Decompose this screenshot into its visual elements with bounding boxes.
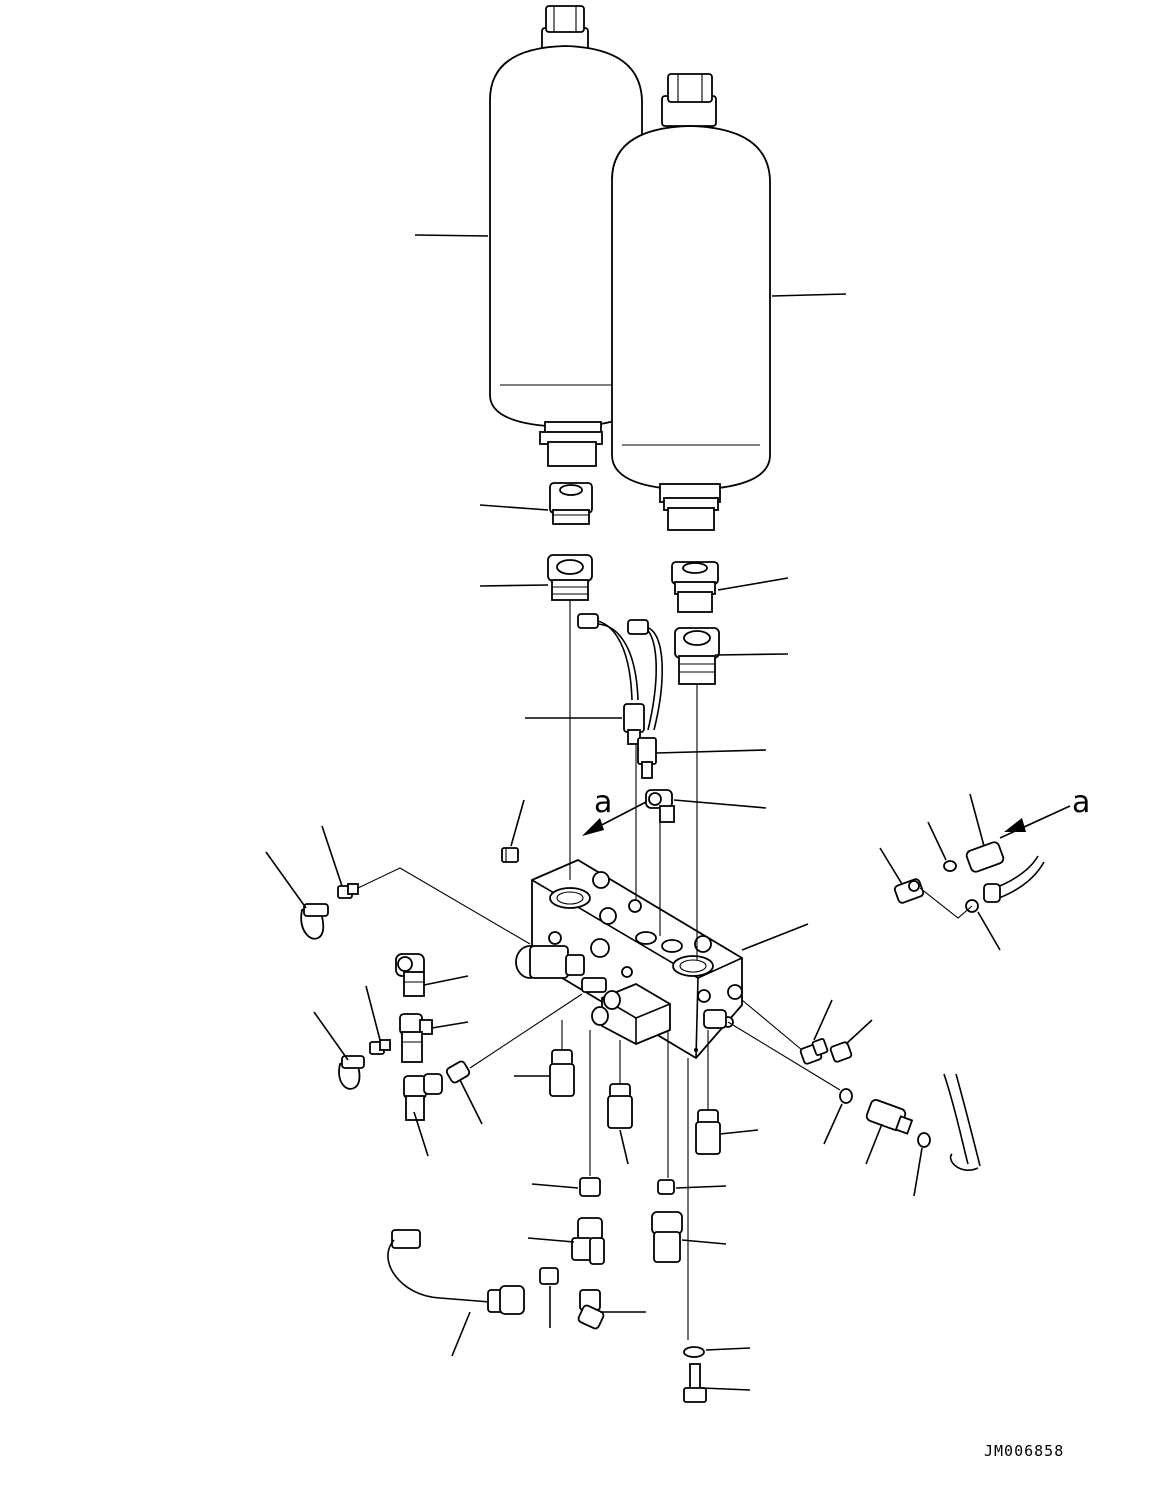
leader-elbow-fitting-top <box>673 799 767 809</box>
leader-accumulator-right <box>771 293 847 297</box>
leader-fitting-right-upper <box>879 847 903 885</box>
adapter-right-lower <box>674 627 720 685</box>
leader-switch-b <box>655 749 767 754</box>
pressure-switch-wiring <box>577 613 663 779</box>
leader-tee-fitting-center <box>527 1237 575 1243</box>
leader-valve-block <box>741 923 809 951</box>
leader-o-ring-right-1 <box>823 1103 843 1145</box>
leader-accumulator-left <box>414 234 489 237</box>
bolt-upper-left <box>337 883 359 899</box>
fitting-right-upper <box>893 878 925 904</box>
adapter-center-1 <box>549 1049 575 1097</box>
bolt-lower-left <box>369 1039 391 1055</box>
leader-adapter-right-block <box>719 1129 759 1135</box>
leader-o-ring-right-upper <box>927 821 947 861</box>
hose-right-upper <box>983 855 1045 903</box>
valve-manifold-block <box>515 858 743 1060</box>
leader-fitting-right-1 <box>813 999 833 1041</box>
leader-adapter-left-lower <box>479 584 549 587</box>
leader-adapter-left-upper <box>479 504 549 511</box>
nipple-center <box>539 1267 559 1285</box>
connector-right-upper <box>965 841 1005 873</box>
leader-elbow-fitting-lower-left <box>413 1111 429 1157</box>
view-arrow-head-right <box>1004 818 1026 832</box>
plug-upper-left <box>501 847 519 863</box>
clamp-lower-left <box>338 1055 365 1090</box>
leader-adapter-right-lower <box>714 653 789 656</box>
bolt-lower <box>683 1363 707 1403</box>
elbow-fitting-lower-left <box>403 1073 443 1121</box>
connection-line-left <box>469 993 583 1069</box>
hose-right-lower <box>943 1073 981 1171</box>
tee-fitting-center <box>571 1217 605 1265</box>
leader-elbow-fitting-left <box>423 975 469 986</box>
connection-line-right <box>741 999 803 1051</box>
leader-fitting-angled-left <box>459 1079 483 1125</box>
adapter-right-upper <box>671 561 719 613</box>
leader-plug-center-right <box>675 1185 727 1189</box>
fitting-right-2 <box>829 1041 853 1063</box>
check-valve-right <box>865 1099 914 1135</box>
sensor-with-cable <box>387 1229 525 1315</box>
leader-tee-fitting-left <box>431 1021 469 1029</box>
check-valve-center <box>651 1211 683 1263</box>
leader-fitting-right-2 <box>845 1019 873 1045</box>
o-ring-right-upper <box>943 860 957 872</box>
leader-bolt-lower-left <box>365 985 381 1041</box>
clamp-upper-left <box>300 903 329 940</box>
plug-center-right <box>657 1179 675 1195</box>
elbow-fitting-top <box>645 789 675 823</box>
washer-lower <box>683 1346 705 1358</box>
leader-o-ring-right-middle <box>977 911 1001 951</box>
leader-plug-upper-left <box>510 799 525 847</box>
accumulator-right <box>611 73 771 531</box>
drawing-code: JM006858 <box>984 1442 1065 1460</box>
leader-adapter-center-2 <box>619 1129 629 1165</box>
view-label-right: a <box>1072 785 1090 820</box>
fitting-right-1 <box>799 1038 829 1065</box>
leader-plug-center-left <box>531 1183 579 1189</box>
o-ring-right-2 <box>917 1132 931 1148</box>
leader-adapter-right-upper <box>717 577 789 591</box>
fitting-angled-left <box>445 1060 471 1084</box>
leader-bolt-upper-left <box>321 825 343 887</box>
leader-clamp-upper-left <box>265 851 307 909</box>
leader-o-ring-right-2 <box>913 1147 923 1197</box>
leader-clamp-lower-left <box>313 1011 349 1061</box>
elbow-fitting-left <box>395 953 425 997</box>
adapter-right-block <box>695 1109 721 1155</box>
leader-check-valve-center <box>681 1239 727 1245</box>
adapter-center-2 <box>607 1083 633 1129</box>
connection-line-right-2 <box>727 1021 841 1091</box>
elbow-fitting-center-lower <box>577 1289 605 1330</box>
tee-fitting-left <box>399 1013 433 1063</box>
plug-center-left <box>579 1177 601 1197</box>
leader-washer-lower <box>705 1347 751 1351</box>
leader-sensor <box>451 1311 471 1357</box>
view-arrow-head-left <box>582 818 604 836</box>
o-ring-right-1 <box>839 1088 853 1104</box>
accumulator-left <box>489 5 643 467</box>
leader-check-valve-right <box>865 1123 883 1165</box>
leader-bolt-lower <box>701 1387 751 1391</box>
adapter-left-lower <box>547 554 593 601</box>
leader-connector-right-upper <box>969 793 985 847</box>
harness-line <box>357 867 531 945</box>
connection-line-right-upper <box>919 887 973 919</box>
adapter-left-upper <box>549 482 593 525</box>
view-arrow-line-right <box>999 805 1071 839</box>
view-label-left: a <box>594 785 612 820</box>
